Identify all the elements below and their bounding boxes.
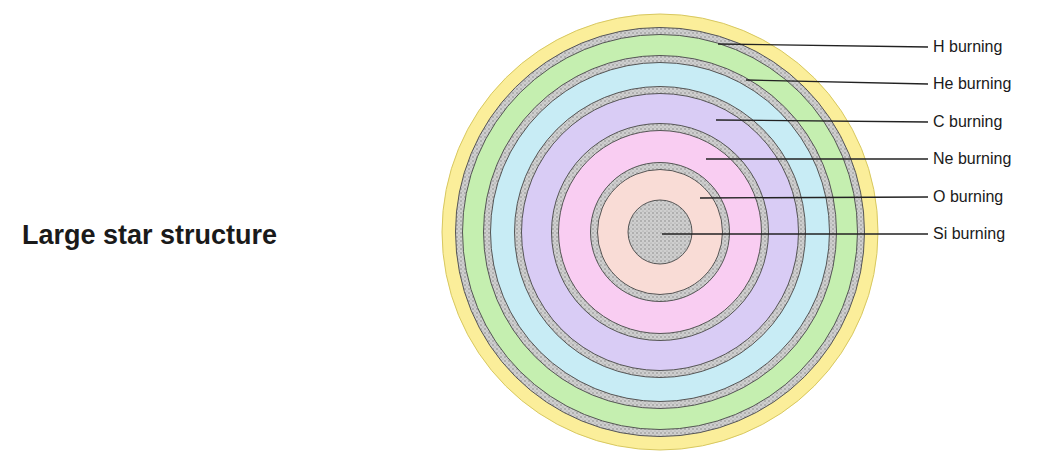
diagram-title: Large star structure [22, 220, 277, 251]
layer-label: Si burning [933, 225, 1005, 243]
layer-label: He burning [933, 75, 1011, 93]
star-rings [442, 14, 878, 450]
layer-label: O burning [933, 188, 1003, 206]
layer-label: Ne burning [933, 150, 1011, 168]
leader-lines [662, 44, 928, 234]
layer-label: H burning [933, 38, 1002, 56]
layer-label: C burning [933, 113, 1002, 131]
